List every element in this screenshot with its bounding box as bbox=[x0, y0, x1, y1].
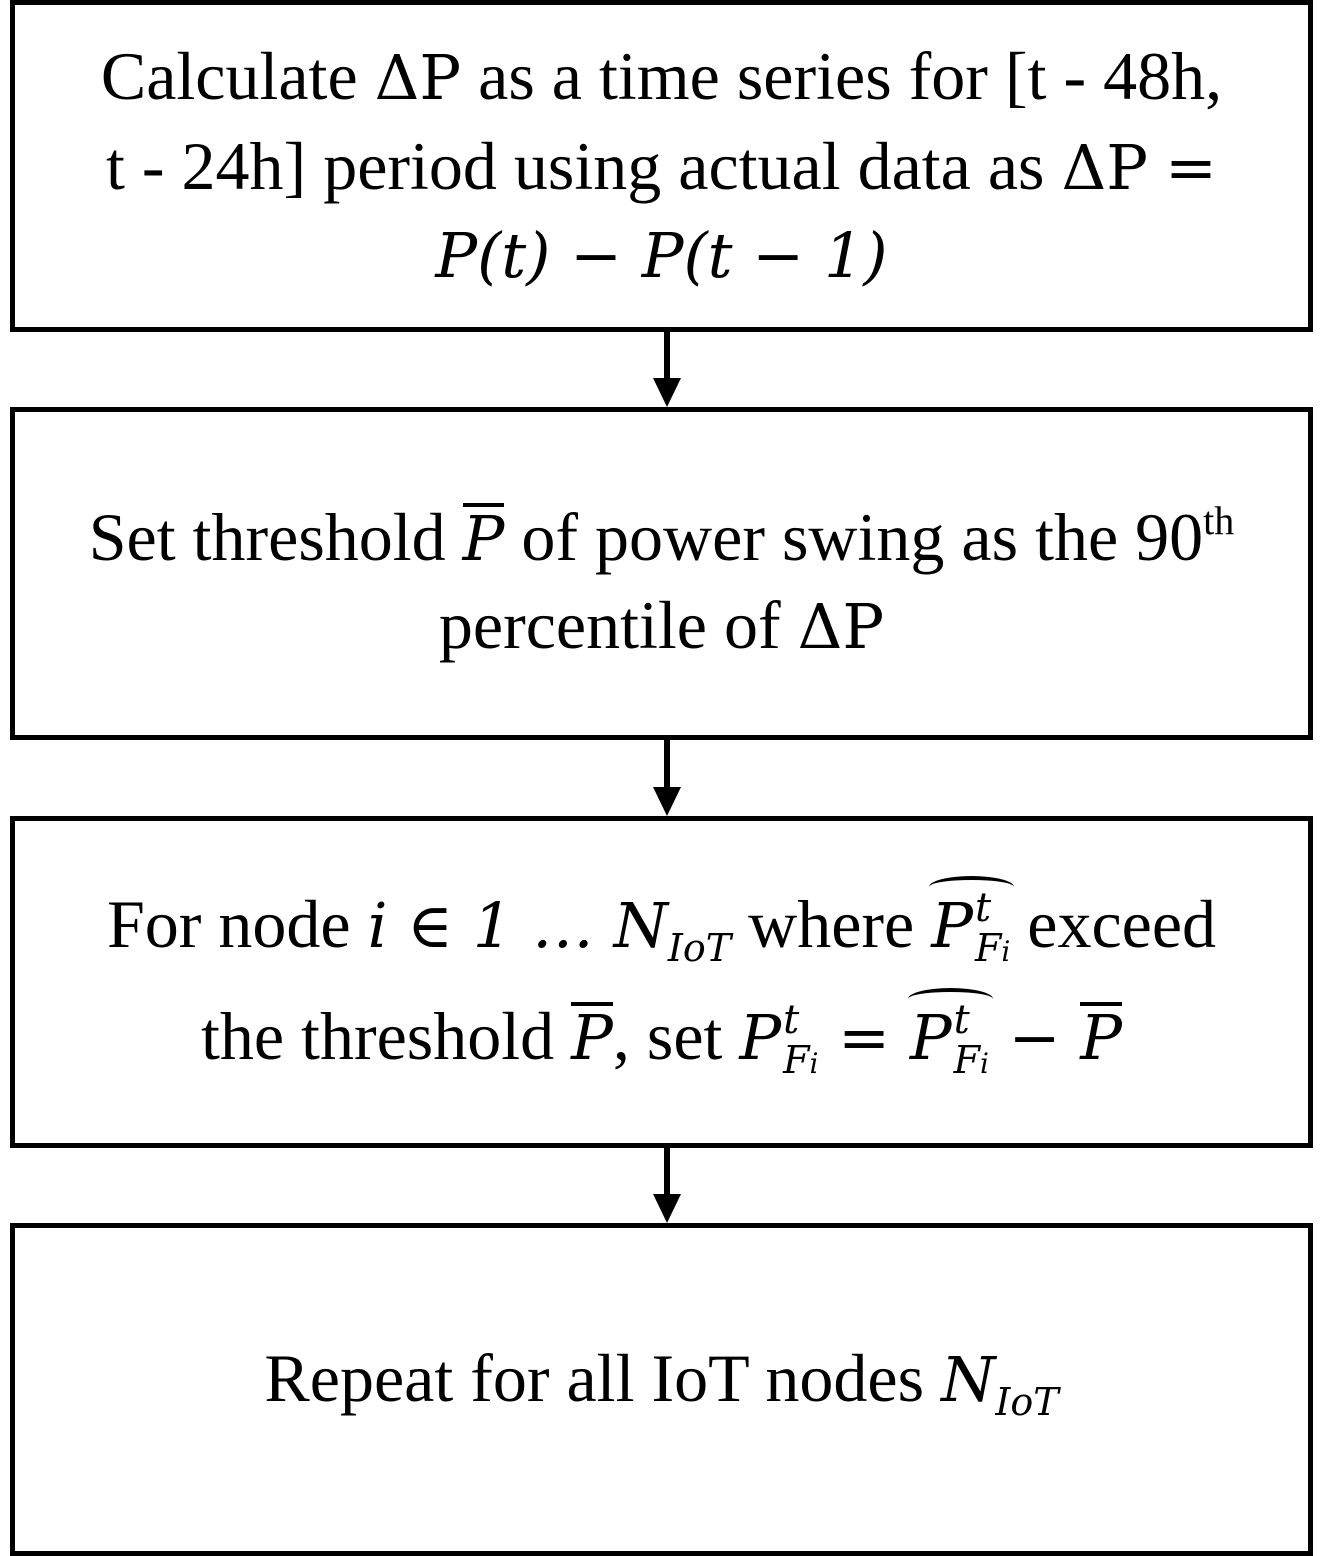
minus-sign: − bbox=[988, 1000, 1081, 1074]
iot-subscript: IoT bbox=[667, 925, 732, 970]
arrow-head bbox=[653, 1194, 681, 1223]
iot-subscript: IoT bbox=[995, 1379, 1059, 1424]
f-letter: F bbox=[783, 1038, 810, 1083]
step-2-text-c: percentile of bbox=[438, 586, 798, 663]
step-4-text-a: Repeat for all IoT nodes bbox=[264, 1339, 942, 1416]
p-letter: P bbox=[931, 888, 973, 962]
p-bar-symbol: P bbox=[571, 1000, 613, 1074]
step-1-text-a: Calculate bbox=[100, 38, 375, 114]
f-subscript: Fi bbox=[975, 928, 1010, 972]
arrow-head bbox=[653, 378, 681, 407]
delta-p-symbol: ΔP bbox=[374, 41, 462, 114]
step-1-formula: P(t) − P(t − 1) bbox=[435, 219, 888, 292]
step-3-text-a: For node bbox=[106, 885, 368, 962]
step-4-line-1: Repeat for all IoT nodes NIoT bbox=[264, 1334, 1058, 1446]
t-superscript: t bbox=[974, 885, 992, 932]
t-superscript: t bbox=[953, 997, 970, 1044]
step-1-line-1: Calculate ΔP as a time series for [t - 4… bbox=[101, 32, 1222, 122]
t-superscript: t bbox=[783, 997, 800, 1044]
step-3-text-c: exceed bbox=[1010, 885, 1217, 962]
step-1-text-c: t - 24h] period using actual data as bbox=[106, 128, 1062, 204]
arrow-down-1 bbox=[653, 332, 681, 407]
step-1-text-b: as a time series for [t - 48h, bbox=[461, 38, 1223, 114]
equals-sign: = bbox=[818, 1000, 910, 1074]
equals-sign: = bbox=[1165, 131, 1217, 204]
f-subscript: Fi bbox=[954, 1040, 989, 1084]
delta-p-symbol: ΔP bbox=[797, 589, 885, 663]
arrow-down-3 bbox=[653, 1148, 681, 1223]
superscript-th: th bbox=[1203, 497, 1235, 543]
step-4-box: Repeat for all IoT nodes NIoT bbox=[10, 1223, 1313, 1556]
n-symbol: N bbox=[613, 888, 668, 962]
delta-p-symbol: ΔP bbox=[1061, 131, 1149, 204]
f-letter: F bbox=[953, 1038, 980, 1083]
p-letter: P bbox=[739, 1000, 782, 1074]
step-2-box: Set threshold P of power swing as the 90… bbox=[10, 407, 1313, 740]
step-2-text-a: Set threshold bbox=[88, 498, 463, 575]
arrow-down-2 bbox=[653, 740, 681, 816]
i-letter: i bbox=[1001, 935, 1011, 969]
p-bar-symbol: P bbox=[462, 501, 505, 575]
step-1-line-2: t - 24h] period using actual data as ΔP … bbox=[106, 122, 1217, 212]
arrow-head bbox=[653, 787, 681, 816]
p-bar-symbol: P bbox=[1080, 1000, 1122, 1074]
step-3-text-e: , set bbox=[612, 997, 740, 1074]
step-2-line-2: percentile of ΔP bbox=[439, 581, 884, 671]
f-subscript: Fi bbox=[783, 1040, 818, 1084]
node-index-expression: i ∈ 1 … bbox=[367, 888, 614, 962]
n-symbol: N bbox=[941, 1342, 996, 1416]
i-letter: i bbox=[979, 1047, 989, 1081]
step-1-box: Calculate ΔP as a time series for [t - 4… bbox=[10, 0, 1313, 332]
step-2-text-b: of power swing as the 90 bbox=[504, 498, 1204, 575]
i-letter: i bbox=[809, 1047, 819, 1081]
step-2-line-1: Set threshold P of power swing as the 90… bbox=[89, 477, 1235, 581]
step-3-text-d: the threshold bbox=[200, 997, 572, 1074]
f-letter: F bbox=[974, 926, 1002, 971]
p-letter: P bbox=[909, 1000, 952, 1074]
step-3-text-b: where bbox=[731, 885, 932, 962]
